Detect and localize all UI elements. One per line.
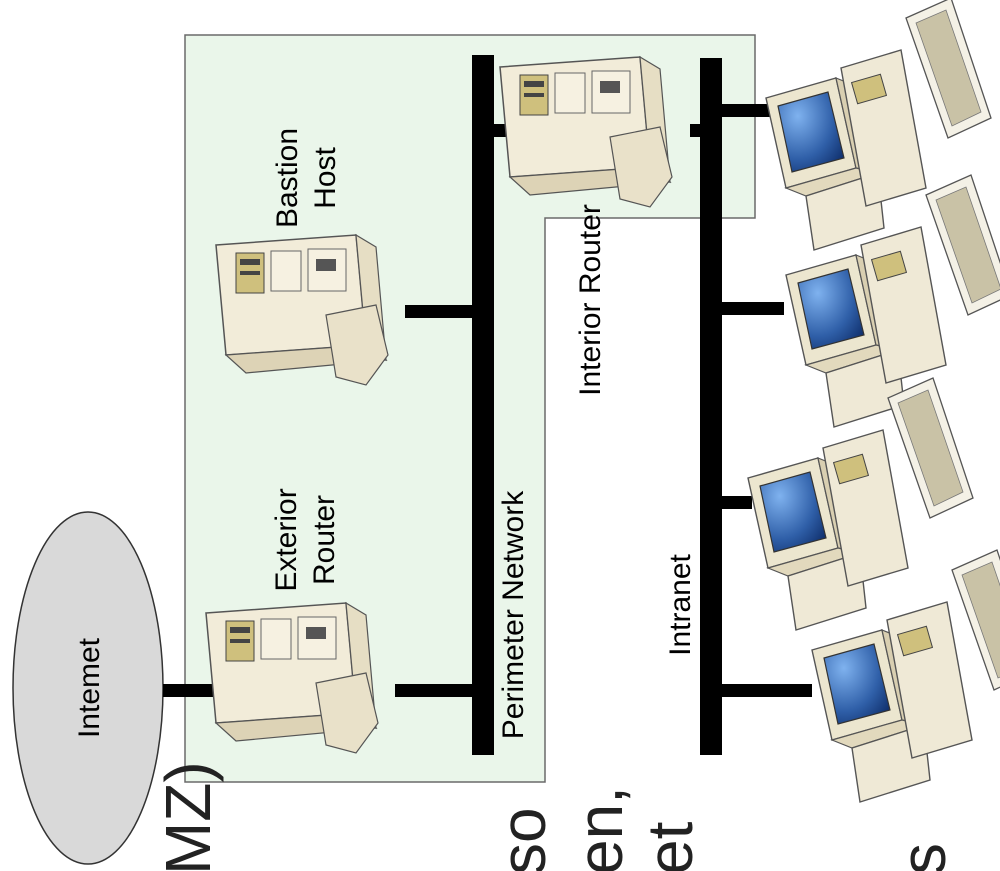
interior-router-icon xyxy=(499,56,673,208)
interior-router-label: Interior Router xyxy=(574,204,607,396)
intranet-to-ws2-link xyxy=(722,302,784,315)
bastion-host-label: Bastion xyxy=(271,128,304,228)
perimeter-zone xyxy=(184,34,756,783)
exterior-router-icon xyxy=(205,602,379,754)
intranet-to-ws3-link xyxy=(722,496,752,509)
intranet-to-ws4-link xyxy=(722,684,812,697)
internet-to-exterior-link xyxy=(163,684,213,697)
intranet-bus xyxy=(700,58,722,755)
cutoff-text-3: en, xyxy=(564,786,636,871)
exterior-router-label-2: Router xyxy=(308,495,341,585)
exterior-to-perimeter-link xyxy=(395,684,475,697)
intranet-to-ws1-link xyxy=(722,104,770,117)
intranet-label: Intranet xyxy=(664,553,697,655)
cutoff-text-1: MZ) xyxy=(152,761,224,871)
perimeter-network-bus xyxy=(472,55,494,755)
cutoff-text-2: so xyxy=(487,807,559,871)
bastion-to-perimeter-link xyxy=(405,305,475,318)
exterior-router-label: Exterior xyxy=(270,488,303,591)
bastion-host-label-2: Host xyxy=(309,146,342,208)
cutoff-text-4: et xyxy=(634,821,706,871)
internet-label: Intemet xyxy=(73,637,106,738)
perimeter-network-label: Perimeter Network xyxy=(497,490,530,739)
bastion-host-icon xyxy=(215,234,389,386)
cutoff-text-5: s xyxy=(887,843,959,871)
